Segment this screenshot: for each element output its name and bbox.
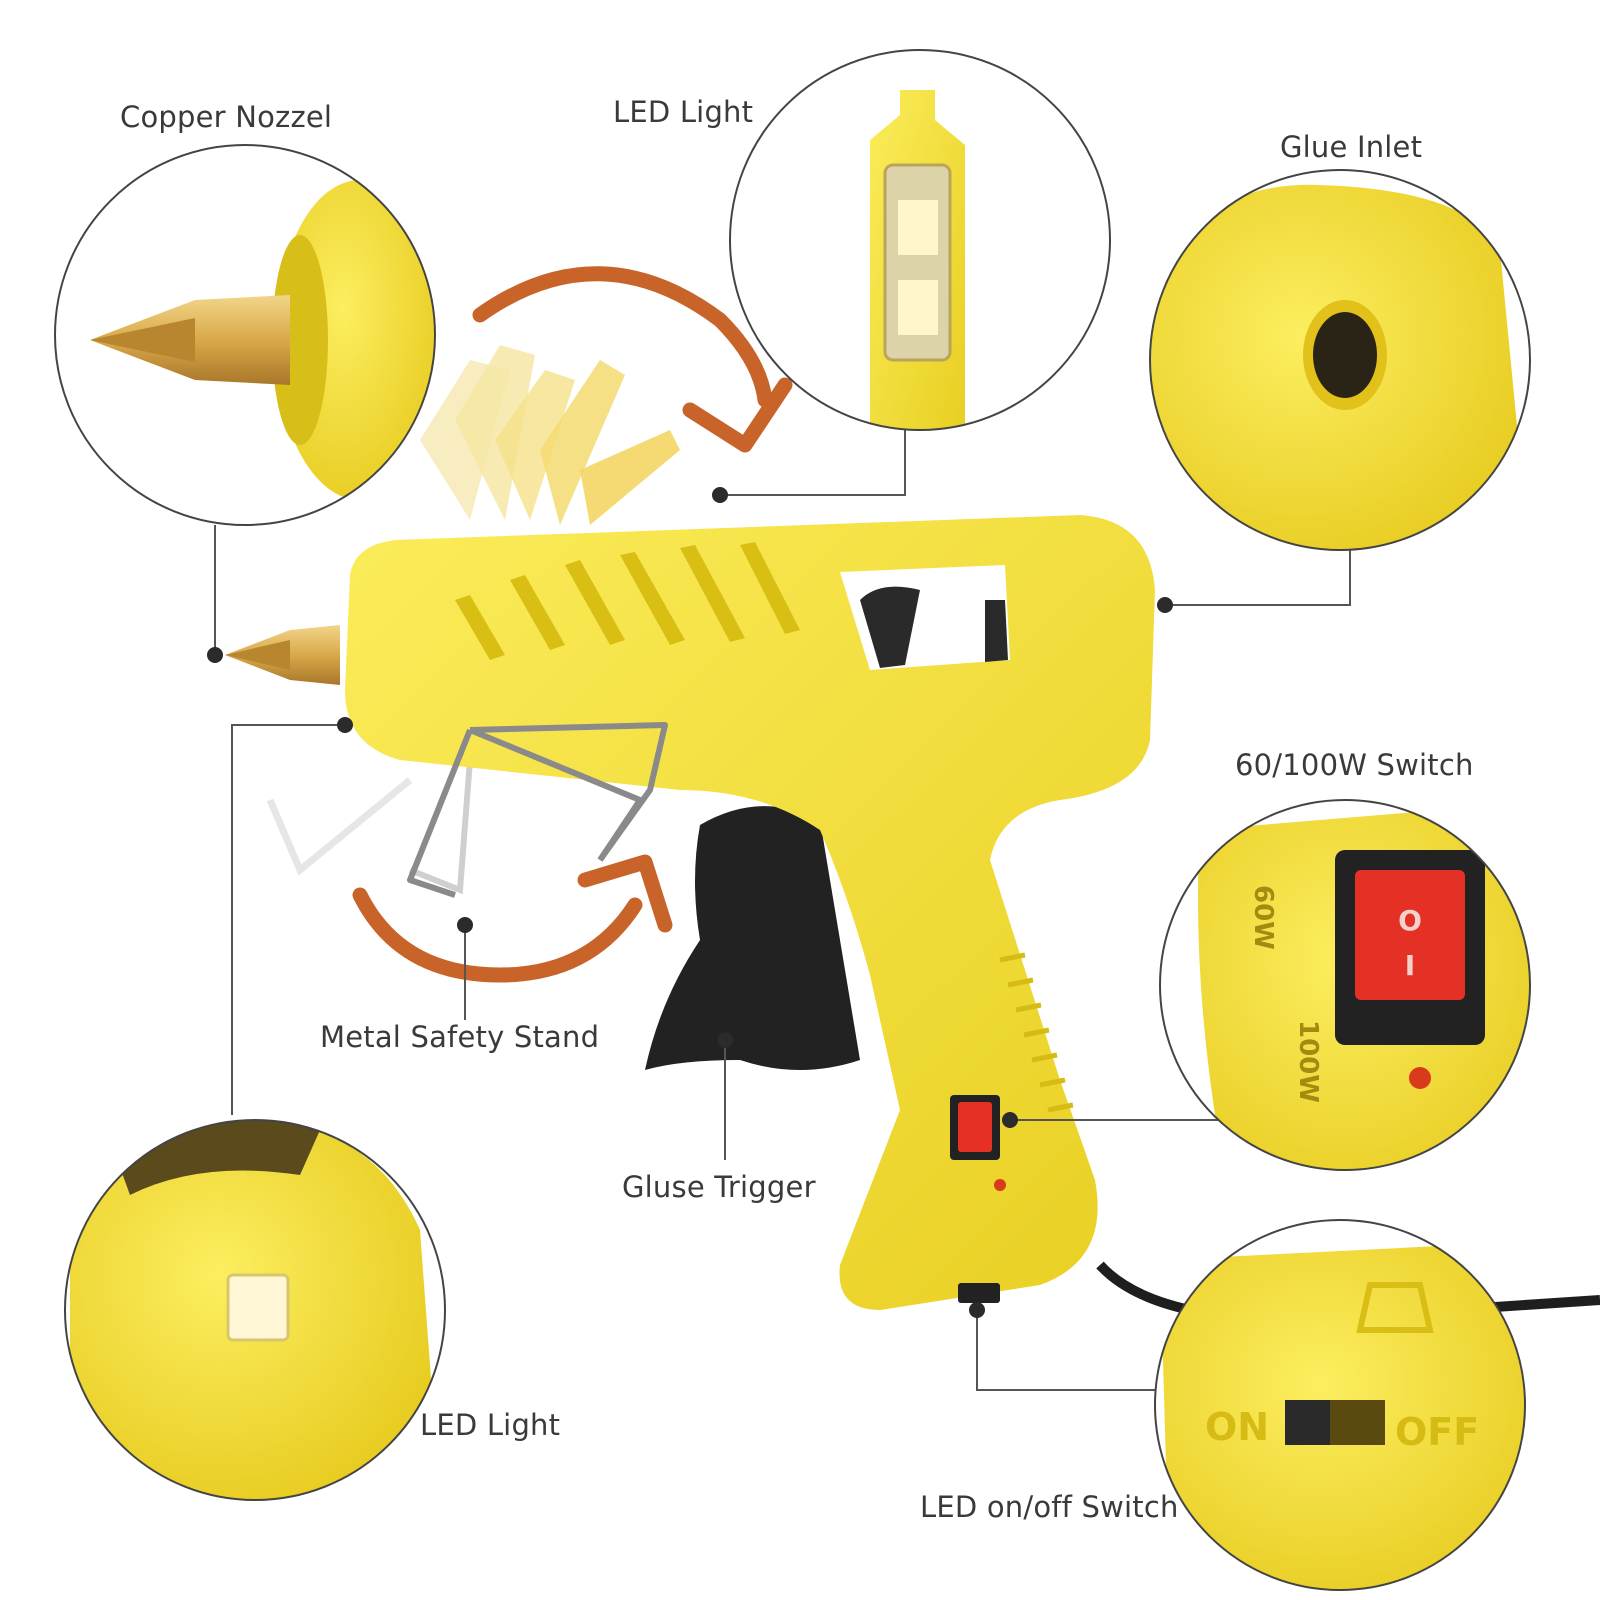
watt-low-marking: 60W: [1248, 885, 1278, 950]
detail-led-switch: ON OFF: [1154, 1219, 1526, 1591]
led-off-marking: OFF: [1395, 1410, 1479, 1454]
label-glue-inlet: Glue Inlet: [1280, 130, 1423, 164]
led-on-marking: ON: [1205, 1405, 1269, 1449]
glue-gun: [225, 515, 1600, 1326]
metal-stand: [407, 722, 668, 898]
label-safety-stand: Metal Safety Stand: [320, 1020, 600, 1054]
label-led-light-bottom: LED Light: [420, 1408, 561, 1442]
led-slide-switch: [958, 1283, 1000, 1303]
trigger: [645, 806, 860, 1070]
label-trigger: Gluse Trigger: [622, 1170, 816, 1204]
label-power-switch: 60/100W Switch: [1235, 748, 1474, 782]
detail-led-bottom: [64, 1119, 446, 1501]
rocker-on-marking: I: [1405, 949, 1415, 982]
grip-ridges: [999, 952, 1074, 1113]
rocker-off-marking: O: [1398, 904, 1422, 937]
callout-dots: [207, 487, 1173, 1318]
watt-high-marking: 100W: [1293, 1020, 1323, 1103]
power-rocker-switch: [950, 1095, 1000, 1160]
label-led-switch: LED on/off Switch: [920, 1490, 1179, 1524]
nozzle: [225, 625, 340, 685]
label-copper-nozzle: Copper Nozzel: [120, 100, 333, 134]
rotation-arrow-top: [472, 266, 793, 453]
rotation-arrow-bottom: [352, 854, 673, 983]
detail-glue-inlet: [1149, 169, 1531, 551]
leader-lines: [214, 430, 1351, 1391]
label-led-light-top: LED Light: [613, 95, 754, 129]
vent-slots: [455, 542, 800, 660]
detail-nozzle: [54, 144, 436, 526]
stand-motion-ghosts: [266, 345, 680, 895]
detail-power-switch: 60W 100W O I: [1159, 799, 1531, 1171]
detail-led-top: [729, 49, 1111, 431]
power-indicator-led: [994, 1179, 1006, 1191]
